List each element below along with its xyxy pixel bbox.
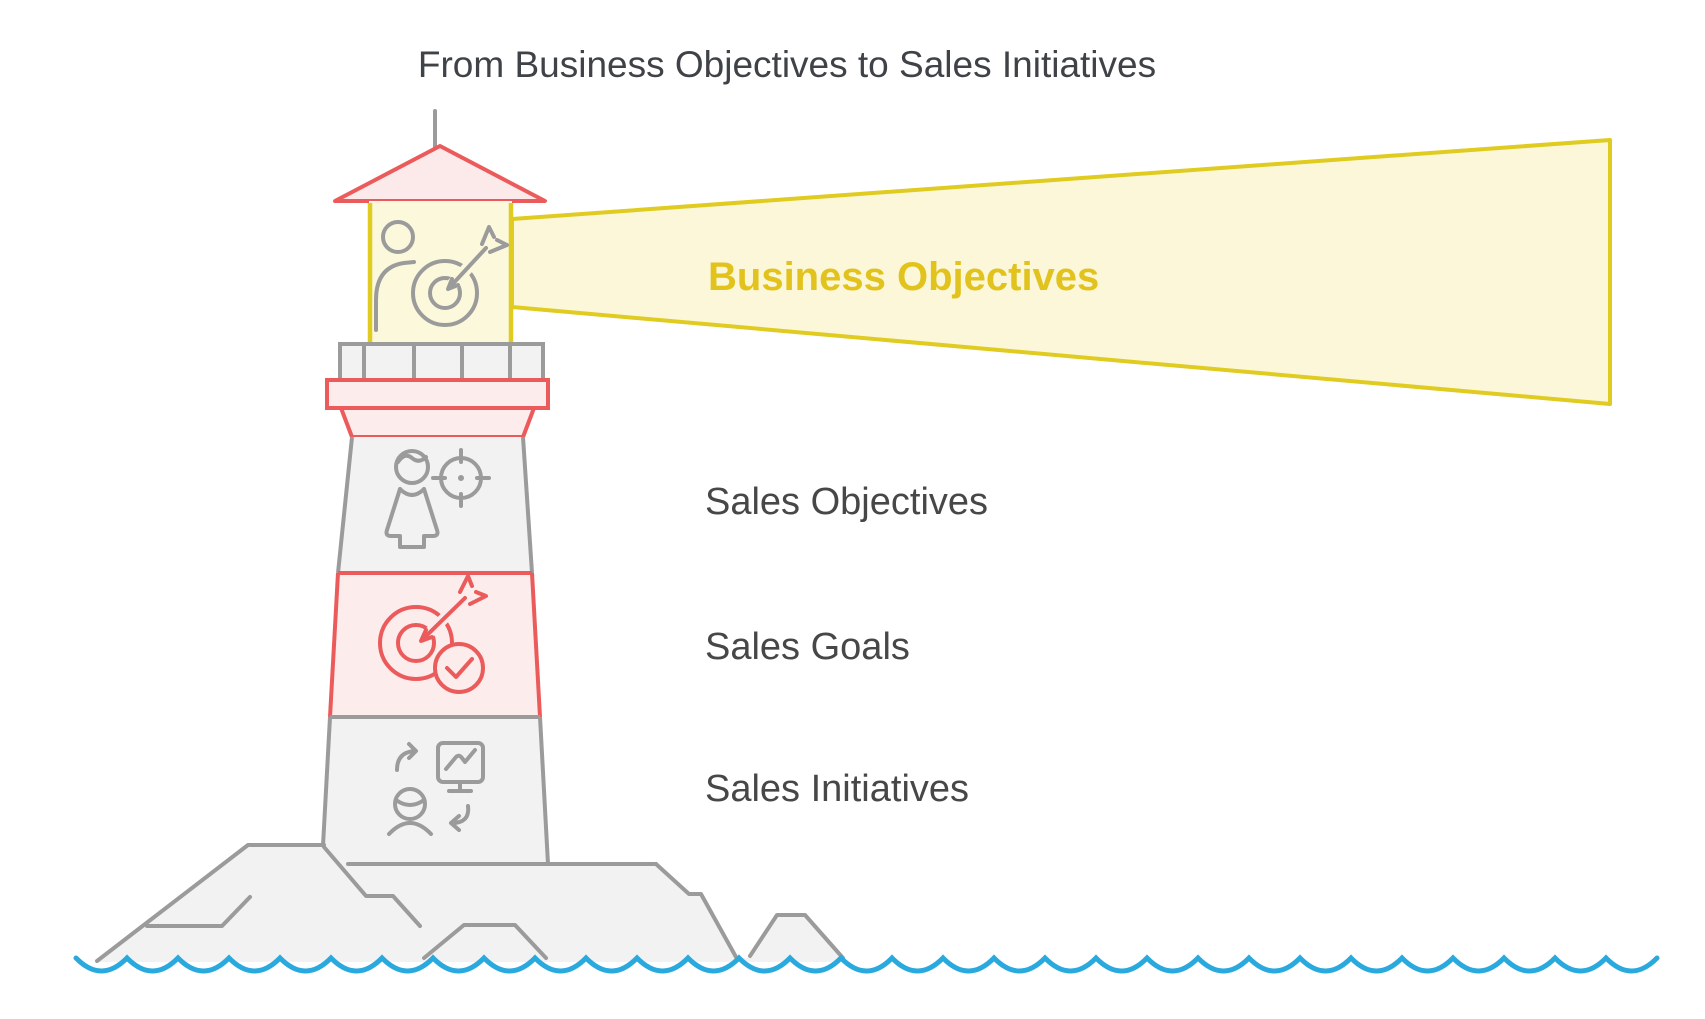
target-arrow-check-icon [378,574,488,694]
diagram-title: From Business Objectives to Sales Initia… [418,44,1156,85]
gallery [325,342,550,439]
beam-label: Business Objectives [708,255,1099,299]
lantern-room [333,109,547,346]
roof [333,144,547,203]
railing [338,342,545,382]
person-target-icon [374,220,509,332]
deck-band [325,378,550,410]
rock-outlines [95,843,845,963]
water-waves [73,954,1660,974]
tower-section-sales-objectives [336,436,534,574]
tower-section-sales-initiatives [320,715,550,865]
island-fill [96,845,845,962]
strategy-cycle-icon [387,741,485,836]
deck-skirt [339,406,536,439]
level-label-sales-goals: Sales Goals [705,626,910,668]
rocks [95,843,845,963]
section-left-edge [328,572,340,718]
woman-crosshair-icon [384,448,491,549]
section-right-edge [530,572,542,718]
section-right-edge [538,716,550,865]
section-left-edge [336,436,354,574]
light-beam: Business Objectives [510,138,1612,406]
tower-section-sales-goals [328,571,542,718]
section-left-edge [320,716,332,865]
section-body [322,717,548,864]
section-body [338,437,532,573]
level-label-sales-initiatives: Sales Initiatives [705,768,969,810]
level-label-sales-objectives: Sales Objectives [705,481,988,523]
section-right-edge [521,436,534,574]
